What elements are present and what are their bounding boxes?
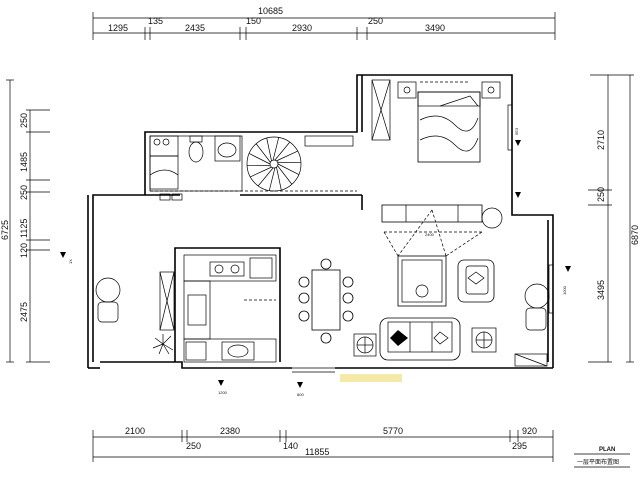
bathroom <box>149 135 357 201</box>
toilet-icon <box>188 135 204 163</box>
spiral-stair <box>246 135 354 192</box>
sofa-icon <box>379 317 461 361</box>
bedroom: 5E3 <box>371 79 519 163</box>
left-seg-2: 1485 <box>19 152 29 172</box>
stair-tread <box>250 166 272 178</box>
dining-chair <box>298 292 310 304</box>
tv-cabinet <box>381 204 483 223</box>
dining-chair <box>342 292 354 304</box>
stair-tread <box>274 141 291 161</box>
left-overall-dim: 6725 <box>0 220 10 240</box>
top-seg-5: 2930 <box>292 23 312 33</box>
bottom-overall-dim: 11855 <box>305 447 329 457</box>
bottom-seg-7: 920 <box>522 426 537 436</box>
stair-tread <box>248 153 271 165</box>
top-seg-3: 2435 <box>185 23 205 33</box>
bottom-seg-5: 5770 <box>383 426 403 436</box>
living-width-dim: 2400 <box>425 232 435 237</box>
bed-icon <box>417 91 481 163</box>
kitchen <box>174 247 281 363</box>
left-seg-1: 250 <box>19 113 29 128</box>
svg-text:800: 800 <box>297 392 304 397</box>
right-seg-2: 250 <box>596 187 606 202</box>
right-seg-1: 2710 <box>596 130 606 150</box>
plan-label: PLAN <box>599 447 615 453</box>
top-overall-dim: 10685 <box>258 6 283 16</box>
svg-text:1200: 1200 <box>218 390 228 395</box>
left-seg-4: 1125 <box>19 219 29 238</box>
top-seg-7: 3490 <box>425 23 445 33</box>
bottom-seg-6: 295 <box>512 441 527 451</box>
svg-text:1000: 1000 <box>562 285 567 295</box>
top-seg-2: 135 <box>148 16 163 26</box>
dining-chair <box>342 310 354 322</box>
washbasin-icon <box>214 135 241 162</box>
stair-tread <box>266 137 272 161</box>
title-block: PLAN 一层平面布置图 <box>574 447 630 468</box>
right-seg-3: 3495 <box>596 280 606 300</box>
dining-chair <box>298 310 310 322</box>
stair-tread <box>272 137 280 161</box>
svg-text:1X: 1X <box>68 259 73 264</box>
stair-tread <box>276 167 282 191</box>
living-room: 2400 <box>353 204 567 367</box>
bottom-seg-4: 140 <box>283 441 298 451</box>
top-seg-1: 1295 <box>108 23 128 33</box>
watermark-strip <box>340 374 402 382</box>
section-markers: 1200 800 <box>60 140 571 397</box>
side-table-icon-2 <box>471 327 497 353</box>
right-overall-dim: 6870 <box>630 225 640 245</box>
dining-chair <box>320 258 332 270</box>
plant-icon <box>152 334 174 355</box>
armchair-icon <box>457 259 495 303</box>
top-dimension-lines: 10685 1295 135 2435 150 2930 250 3490 <box>92 6 556 40</box>
stair-tread <box>277 165 293 185</box>
top-seg-4: 150 <box>246 16 261 26</box>
left-seg-3: 250 <box>19 185 29 200</box>
svg-text:5E3: 5E3 <box>514 127 519 135</box>
stair-tread <box>268 167 276 191</box>
bottom-seg-1: 2100 <box>125 426 145 436</box>
side-table-icon <box>353 333 377 357</box>
entry-area: 1X <box>68 259 175 355</box>
stair-tread <box>257 167 274 187</box>
stair-tread <box>255 143 271 163</box>
bottom-dimension-lines: 2100 250 2380 140 5770 295 920 11855 <box>92 426 554 462</box>
dining-chair <box>320 332 332 344</box>
stair-tread <box>276 150 298 162</box>
coffee-table-icon <box>397 255 447 307</box>
bottom-seg-3: 2380 <box>220 426 240 436</box>
dining-chair <box>342 276 354 288</box>
right-dimension-lines: 2710 250 3495 6870 <box>588 74 640 363</box>
left-seg-6: 2475 <box>19 302 29 322</box>
bottom-seg-2: 250 <box>186 441 201 451</box>
dining-table <box>311 269 341 331</box>
dining-chair <box>298 276 310 288</box>
top-seg-6: 250 <box>368 16 383 26</box>
dining-area <box>292 258 354 373</box>
left-seg-5: 120 <box>19 243 29 258</box>
drawing-title: 一层平面布置图 <box>577 458 619 466</box>
left-dimension-lines: 6725 250 1485 250 1125 120 2475 <box>0 79 50 363</box>
stair-tread <box>277 163 300 175</box>
